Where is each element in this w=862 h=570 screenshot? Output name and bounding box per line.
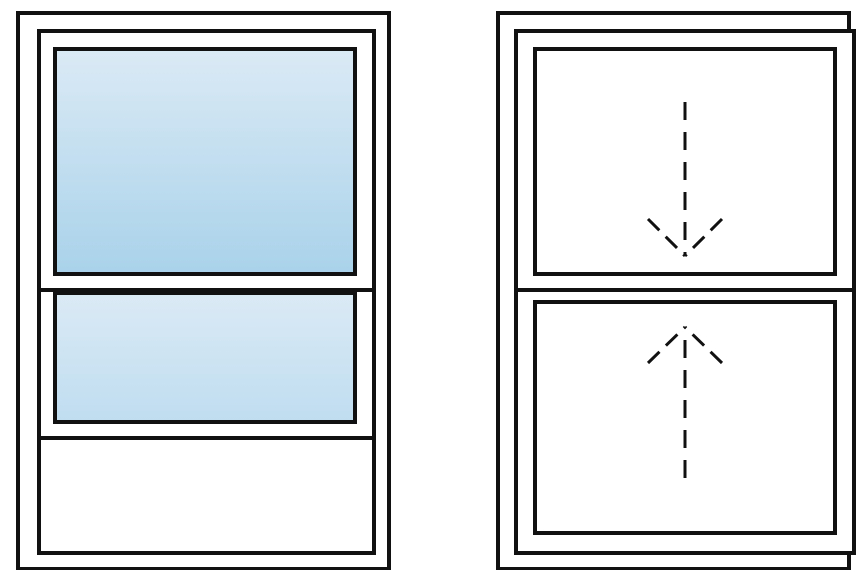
down-arrow-icon — [646, 102, 724, 258]
right-window — [496, 11, 856, 570]
up-arrow-left-head — [646, 325, 687, 365]
left-lower-glass-pane — [53, 291, 357, 424]
right-upper-sash — [533, 47, 837, 276]
left-window-inner-frame-overlay — [37, 29, 376, 555]
down-arrow-right-head — [683, 217, 724, 258]
left-window — [16, 11, 391, 570]
left-window-open-area — [39, 438, 374, 553]
left-upper-glass-pane — [53, 47, 357, 276]
up-arrow-icon — [646, 325, 724, 478]
down-arrow-left-head — [646, 217, 687, 258]
up-arrow-right-head — [683, 325, 724, 365]
